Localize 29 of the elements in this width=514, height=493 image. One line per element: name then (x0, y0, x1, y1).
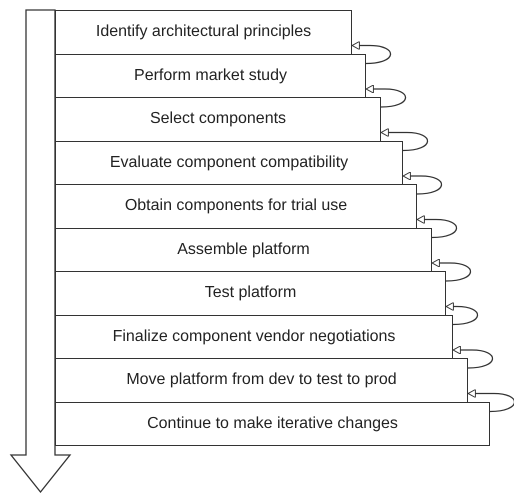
step-label: Test platform (204, 284, 296, 302)
step-box (55, 358, 468, 402)
step-box (55, 184, 417, 228)
step-box (55, 314, 453, 359)
step-box (55, 402, 490, 446)
step-box (55, 54, 366, 98)
loop-arrow (416, 215, 458, 238)
step-label: Perform market study (134, 66, 287, 85)
loop-arrow (432, 258, 472, 282)
loop-arrow (468, 389, 514, 412)
step-label: Finalize component vendor negotiations (112, 328, 396, 346)
loop-arrow (352, 41, 392, 64)
step-box (55, 10, 352, 54)
step-label: Evaluate component compatibility (110, 154, 348, 172)
step-label: Assemble platform (177, 240, 310, 259)
step-box (55, 140, 403, 185)
step-box (55, 228, 432, 272)
loop-arrow (366, 84, 406, 108)
loop-arrow (380, 128, 428, 152)
step-box (55, 97, 381, 142)
loop-arrow (402, 172, 442, 195)
loop-arrow (446, 302, 478, 326)
step-label: Move platform from dev to test to prod (126, 371, 397, 390)
step-label: Identify architectural principles (96, 23, 312, 42)
step-label: Select components (150, 110, 286, 128)
step-label: Obtain components for trial use (124, 197, 348, 216)
step-label: Continue to make iterative changes (147, 414, 398, 433)
step-box (55, 271, 446, 316)
loop-arrow (452, 346, 494, 369)
